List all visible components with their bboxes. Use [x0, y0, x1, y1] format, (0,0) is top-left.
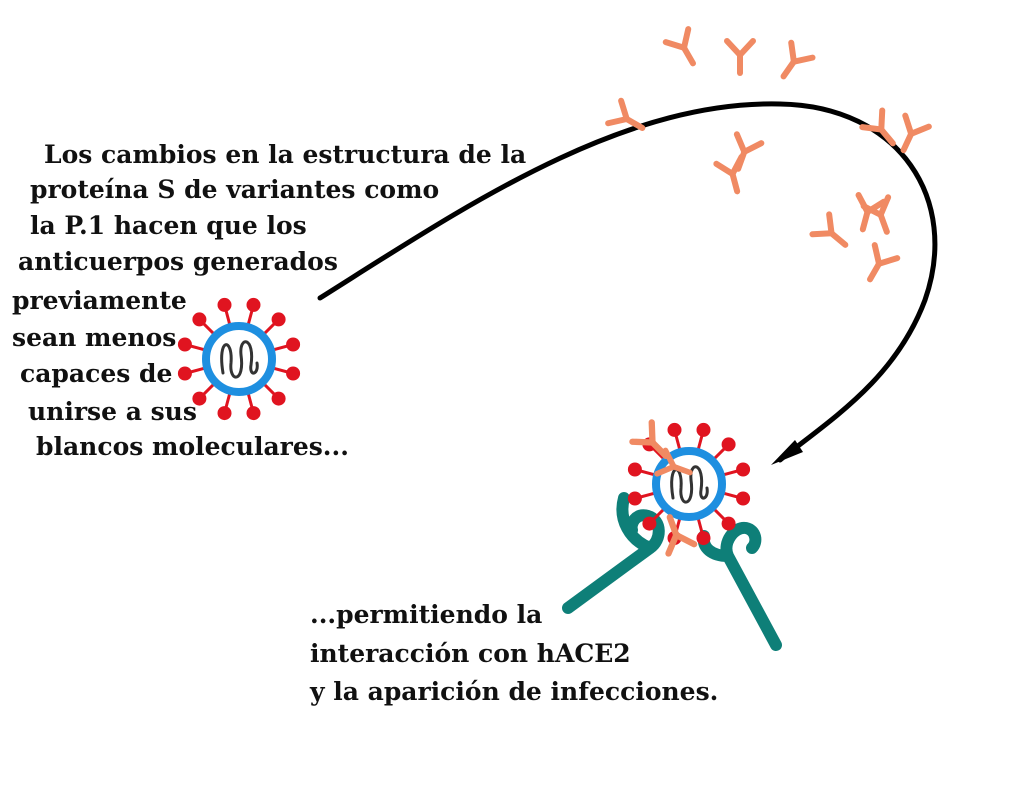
antibody-icon [809, 211, 849, 248]
bottom-text-line-1: ...permitiendo la [310, 600, 543, 629]
spike-protein [246, 406, 261, 421]
hace2-receptor-left [562, 492, 665, 614]
hace2-receptor-right [697, 521, 782, 651]
left-text-line-7: capaces de [20, 359, 173, 388]
left-text-line-9: blancos moleculares... [36, 432, 349, 461]
spike-protein [736, 462, 751, 477]
spike-protein [721, 437, 736, 452]
spike-protein [642, 516, 657, 531]
antibody-icon [605, 97, 646, 131]
antibody-icon [900, 112, 932, 154]
antibody-icon [713, 154, 745, 195]
antibody-icon [662, 26, 696, 67]
antibody-icon [654, 447, 693, 477]
spike-protein [696, 422, 711, 437]
spike-protein [177, 337, 192, 352]
antibody-icon [780, 39, 816, 80]
antibody-icon [665, 514, 698, 557]
viral-rna [670, 465, 709, 504]
spike-protein [217, 297, 232, 312]
spike-protein [627, 491, 642, 506]
spike-protein [627, 462, 642, 477]
left-text-line-1: Los cambios en la estructura de la [44, 140, 527, 169]
spike-protein [177, 366, 192, 381]
viral-rna [220, 340, 259, 379]
left-text-line-6: sean menos [12, 323, 177, 352]
spike-protein [286, 366, 301, 381]
spike-protein [667, 422, 682, 437]
left-text-line-5: previamente [12, 286, 187, 315]
spike-protein [271, 312, 286, 327]
virus-icon-left [177, 297, 301, 421]
left-text-line-4: anticuerpos generados [18, 247, 338, 276]
left-text-line-8: unirse a sus [28, 397, 197, 426]
bottom-text-line-3: y la aparición de infecciones. [310, 677, 719, 706]
spike-protein [736, 491, 751, 506]
spike-protein [721, 516, 736, 531]
virus-icon-bound [627, 422, 751, 546]
viruses [177, 297, 751, 546]
antibody-icon [629, 419, 669, 459]
viral-envelope [652, 447, 726, 521]
antibody-icon [860, 194, 892, 235]
antibody-icon [859, 107, 896, 147]
spike-protein [696, 531, 711, 546]
viral-envelope [202, 322, 276, 396]
antibody-icon [724, 38, 756, 76]
spike-protein [192, 391, 207, 406]
bound-antibodies [629, 419, 698, 557]
spike-protein [286, 337, 301, 352]
antibody-icon [733, 131, 765, 172]
arrow-head-icon [771, 440, 803, 465]
spike-protein [271, 391, 286, 406]
spike-protein [192, 312, 207, 327]
antibody-icon [867, 242, 901, 283]
bottom-text-line-2: interacción con hACE2 [310, 639, 631, 668]
spike-protein [217, 406, 232, 421]
free-antibodies [605, 26, 932, 283]
left-text-line-3: la P.1 hacen que los [30, 211, 307, 240]
spike-protein [246, 297, 261, 312]
left-text-line-2: proteína S de variantes como [30, 175, 440, 204]
